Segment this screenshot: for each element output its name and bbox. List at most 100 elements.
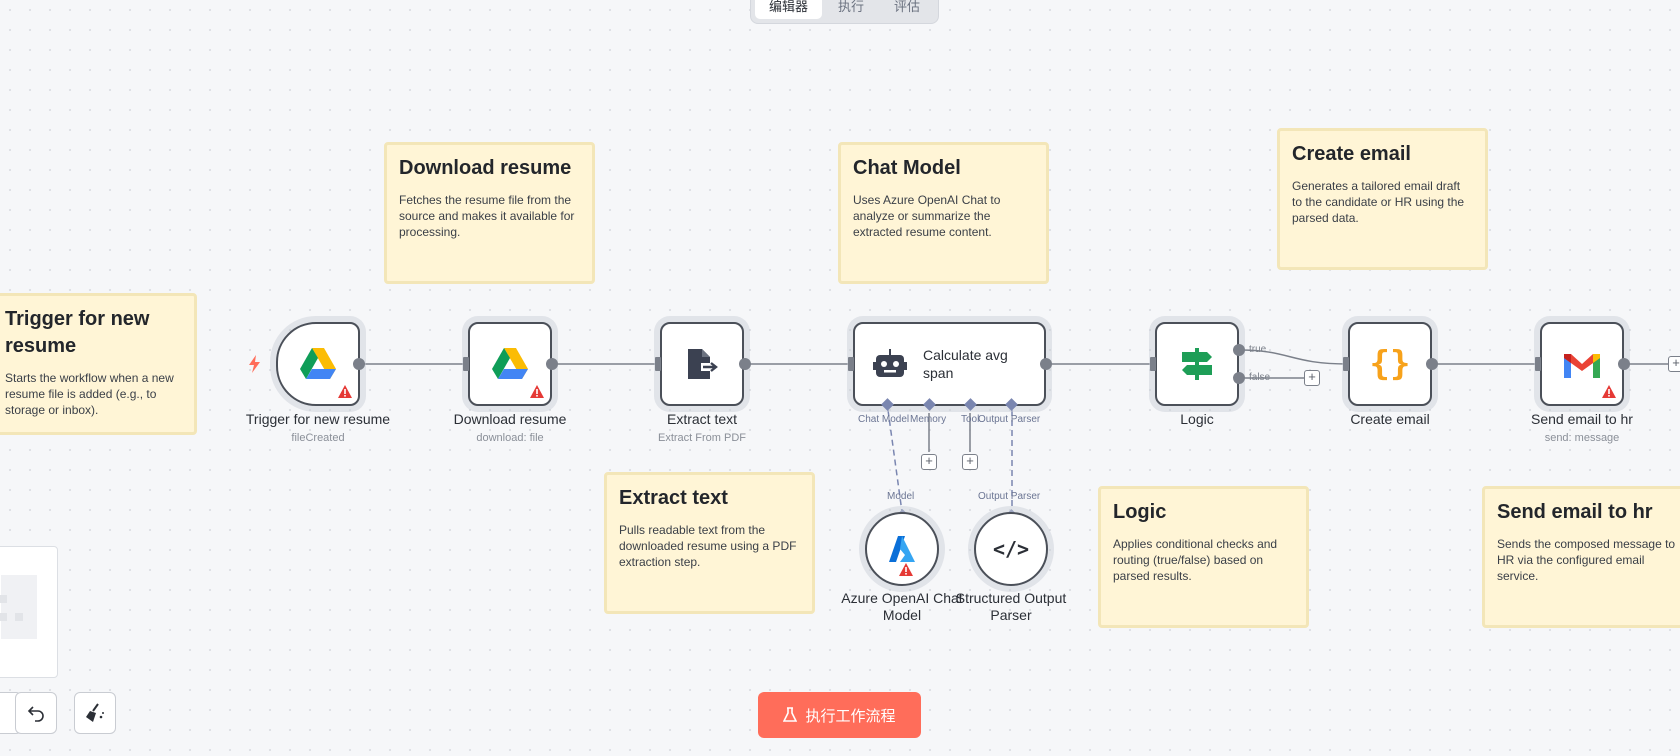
- warning-icon: [338, 385, 352, 398]
- output-port[interactable]: [1618, 358, 1630, 370]
- note-title: Extract text: [619, 487, 728, 509]
- undo-icon: [27, 706, 44, 722]
- signpost-icon: [1182, 348, 1212, 380]
- edge-logic-true: [1238, 349, 1349, 365]
- node-label: Download resume: [453, 411, 567, 427]
- note-title: Logic: [1113, 501, 1167, 523]
- sticky-note-extract[interactable]: Extract text Pulls readable text from th…: [604, 472, 815, 614]
- google-drive-icon: [300, 348, 336, 379]
- node-structured-output-parser[interactable]: </>: [974, 512, 1048, 586]
- tab-evaluations[interactable]: 评估: [894, 0, 921, 14]
- node-download-resume[interactable]: [468, 322, 552, 406]
- broom-icon: [86, 703, 104, 722]
- tidy-up-button[interactable]: [74, 692, 116, 734]
- run-workflow-button[interactable]: 执行工作流程: [758, 692, 921, 738]
- node-label: Model: [882, 607, 922, 623]
- input-port[interactable]: [1150, 357, 1156, 371]
- note-body: Fetches the resume file from the source …: [399, 193, 575, 239]
- port-label-output-parser-sub: Output Parser: [978, 491, 1041, 502]
- sticky-note-create-email[interactable]: Create email Generates a tailored email …: [1277, 128, 1488, 270]
- sticky-note-download[interactable]: Download resume Fetches the resume file …: [384, 142, 595, 284]
- input-port[interactable]: [1343, 357, 1349, 371]
- node-subtitle: Extract From PDF: [657, 432, 747, 444]
- note-body: Applies conditional checks and routing (…: [1113, 537, 1278, 583]
- node-logic[interactable]: [1155, 322, 1239, 406]
- robot-icon: [873, 349, 907, 377]
- sticky-note-send[interactable]: Send email to hr Sends the composed mess…: [1482, 486, 1680, 628]
- edge-label-false: false: [1249, 372, 1271, 383]
- input-port[interactable]: [1535, 357, 1541, 371]
- node-azure-openai-chat-model[interactable]: [865, 512, 939, 586]
- node-extract-text[interactable]: [660, 322, 744, 406]
- google-drive-icon: [492, 348, 528, 379]
- node-label: Logic: [1180, 411, 1214, 427]
- node-subtitle: download: file: [476, 432, 544, 444]
- sticky-note-logic[interactable]: Logic Applies conditional checks and rou…: [1098, 486, 1309, 628]
- note-body: Starts the workflow when a new resume fi…: [5, 371, 174, 417]
- edge-model-dashed: [887, 409, 903, 513]
- note-body: Sends the composed message to HR via the…: [1497, 537, 1676, 583]
- add-next-node-button[interactable]: +: [1668, 356, 1680, 372]
- warning-icon: [1602, 385, 1616, 398]
- flask-icon: [783, 707, 798, 722]
- code-icon: </>: [992, 537, 1030, 561]
- node-subtitle: send: message: [1544, 432, 1620, 444]
- port-label-output-parser: Output Parser: [978, 414, 1041, 425]
- run-workflow-label: 执行工作流程: [805, 707, 896, 725]
- view-tabs: 编辑器 执行 评估: [750, 0, 940, 24]
- output-port[interactable]: [353, 358, 365, 370]
- port-label-chat-model: Chat Model: [858, 414, 910, 425]
- gmail-icon: [1564, 354, 1600, 378]
- note-title: Download resume: [399, 157, 572, 179]
- output-port[interactable]: [1426, 358, 1438, 370]
- note-body: Generates a tailored email draft to the …: [1292, 179, 1465, 225]
- input-port[interactable]: [463, 357, 469, 371]
- node-label: Send email to hr: [1531, 411, 1633, 427]
- node-send-email-to-hr[interactable]: [1540, 322, 1624, 406]
- undo-button[interactable]: [15, 692, 57, 734]
- note-title: Trigger for new resume: [5, 308, 150, 357]
- note-body: Pulls readable text from the downloaded …: [619, 523, 797, 569]
- input-port[interactable]: [655, 357, 661, 371]
- note-title: Send email to hr: [1497, 501, 1653, 523]
- port-label-memory: Memory: [910, 414, 947, 425]
- node-label: Calculate avg span: [923, 347, 1008, 381]
- node-label: Parser: [990, 607, 1032, 623]
- node-label: Create email: [1350, 411, 1430, 427]
- add-memory-button[interactable]: +: [921, 454, 937, 470]
- output-port[interactable]: [546, 358, 558, 370]
- azure-icon: [889, 536, 915, 562]
- output-port-false[interactable]: [1233, 372, 1245, 384]
- add-tool-button[interactable]: +: [962, 454, 978, 470]
- sticky-note-trigger[interactable]: Trigger for new resume Starts the workfl…: [0, 293, 197, 435]
- lightning-icon: [249, 355, 260, 373]
- note-title: Create email: [1292, 143, 1411, 165]
- edge-label-true: true: [1249, 344, 1267, 355]
- node-subtitle: fileCreated: [291, 432, 345, 444]
- input-port[interactable]: [848, 357, 854, 371]
- curly-braces-icon: {}: [1369, 344, 1411, 384]
- warning-icon: [530, 385, 544, 398]
- node-trigger-new-resume[interactable]: [276, 322, 360, 406]
- output-port-true[interactable]: [1233, 344, 1245, 356]
- node-label: Trigger for new resume: [245, 411, 391, 427]
- output-port[interactable]: [1040, 358, 1052, 370]
- note-body: Uses Azure OpenAI Chat to analyze or sum…: [853, 193, 1001, 239]
- sticky-note-chat-model[interactable]: Chat Model Uses Azure OpenAI Chat to ana…: [838, 142, 1049, 284]
- minimap[interactable]: [0, 546, 58, 678]
- node-create-email[interactable]: {}: [1348, 322, 1432, 406]
- tab-executions[interactable]: 执行: [838, 0, 865, 14]
- tab-editor[interactable]: 编辑器: [755, 0, 823, 19]
- node-label: Extract text: [666, 411, 738, 427]
- note-title: Chat Model: [853, 157, 961, 179]
- node-label: Structured Output: [955, 590, 1067, 606]
- node-calculate-avg-span[interactable]: Calculate avg span: [853, 322, 1046, 406]
- file-export-icon: [688, 349, 718, 379]
- node-label: Azure OpenAI Chat: [841, 590, 963, 606]
- port-label-model: Model: [887, 491, 915, 502]
- add-false-branch-button[interactable]: +: [1304, 370, 1320, 386]
- output-port[interactable]: [739, 358, 751, 370]
- warning-icon: [899, 563, 913, 576]
- port-label-tool: Tool: [961, 414, 980, 425]
